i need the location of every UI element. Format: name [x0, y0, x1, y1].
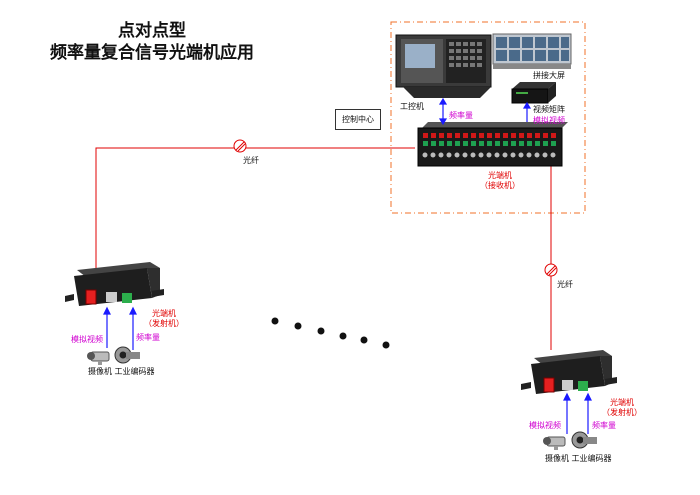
- industrial-pc-icon: [395, 34, 492, 98]
- transmitter-left-label-2: （发射机）: [144, 319, 184, 328]
- fiber-icon-right: [544, 263, 558, 277]
- control-analog-video-label: 模拟视频: [533, 116, 565, 125]
- control-center-label: 控制中心: [335, 109, 381, 130]
- transmitter-right-devices: 摄像机 工业编码器: [545, 454, 612, 463]
- receiver-label-1: 光端机: [488, 171, 512, 180]
- transmitter-left-icon: [65, 262, 164, 306]
- fiber-label-left: 光纤: [243, 156, 259, 165]
- video-wall-label: 拼接大屏: [533, 71, 565, 80]
- transmitter-right-label-1: 光端机: [610, 398, 634, 407]
- receiver-rack-icon: [417, 122, 568, 167]
- receiver-label-2: （接收机）: [480, 181, 520, 190]
- fiber-line-left: [95, 147, 415, 292]
- industrial-pc-label: 工控机: [400, 102, 424, 111]
- video-wall-icon: [492, 33, 572, 69]
- transmitter-right-analog-video: 模拟视频: [529, 421, 561, 430]
- control-center-boundary: [390, 21, 586, 214]
- transmitter-right-icon: [521, 350, 617, 394]
- transmitter-right-label-2: （发射机）: [602, 408, 642, 417]
- fiber-label-right: 光纤: [557, 280, 573, 289]
- control-arrows: [438, 97, 532, 126]
- transmitter-left-analog-video: 模拟视频: [71, 335, 103, 344]
- video-matrix-icon: [511, 82, 556, 104]
- camera-left-icon: [87, 351, 110, 365]
- title-line-2: 频率量复合信号光端机应用: [50, 43, 254, 63]
- video-matrix-label: 视频矩阵: [533, 105, 565, 114]
- title-line-1: 点对点型: [118, 21, 186, 41]
- transmitter-left-label-1: 光端机: [152, 309, 176, 318]
- encoder-left-icon: [114, 346, 140, 364]
- encoder-right-icon: [571, 431, 597, 449]
- transmitter-left-arrows: [103, 306, 137, 350]
- control-freq-label: 频率量: [449, 111, 473, 120]
- fiber-icon-left: [233, 139, 247, 153]
- transmitter-right-arrows: [563, 392, 592, 434]
- ellipsis-dots: [271, 317, 390, 349]
- transmitter-left-devices: 摄像机 工业编码器: [88, 367, 155, 376]
- transmitter-left-freq: 频率量: [136, 333, 160, 342]
- camera-right-icon: [543, 436, 566, 450]
- transmitter-right-freq: 频率量: [592, 421, 616, 430]
